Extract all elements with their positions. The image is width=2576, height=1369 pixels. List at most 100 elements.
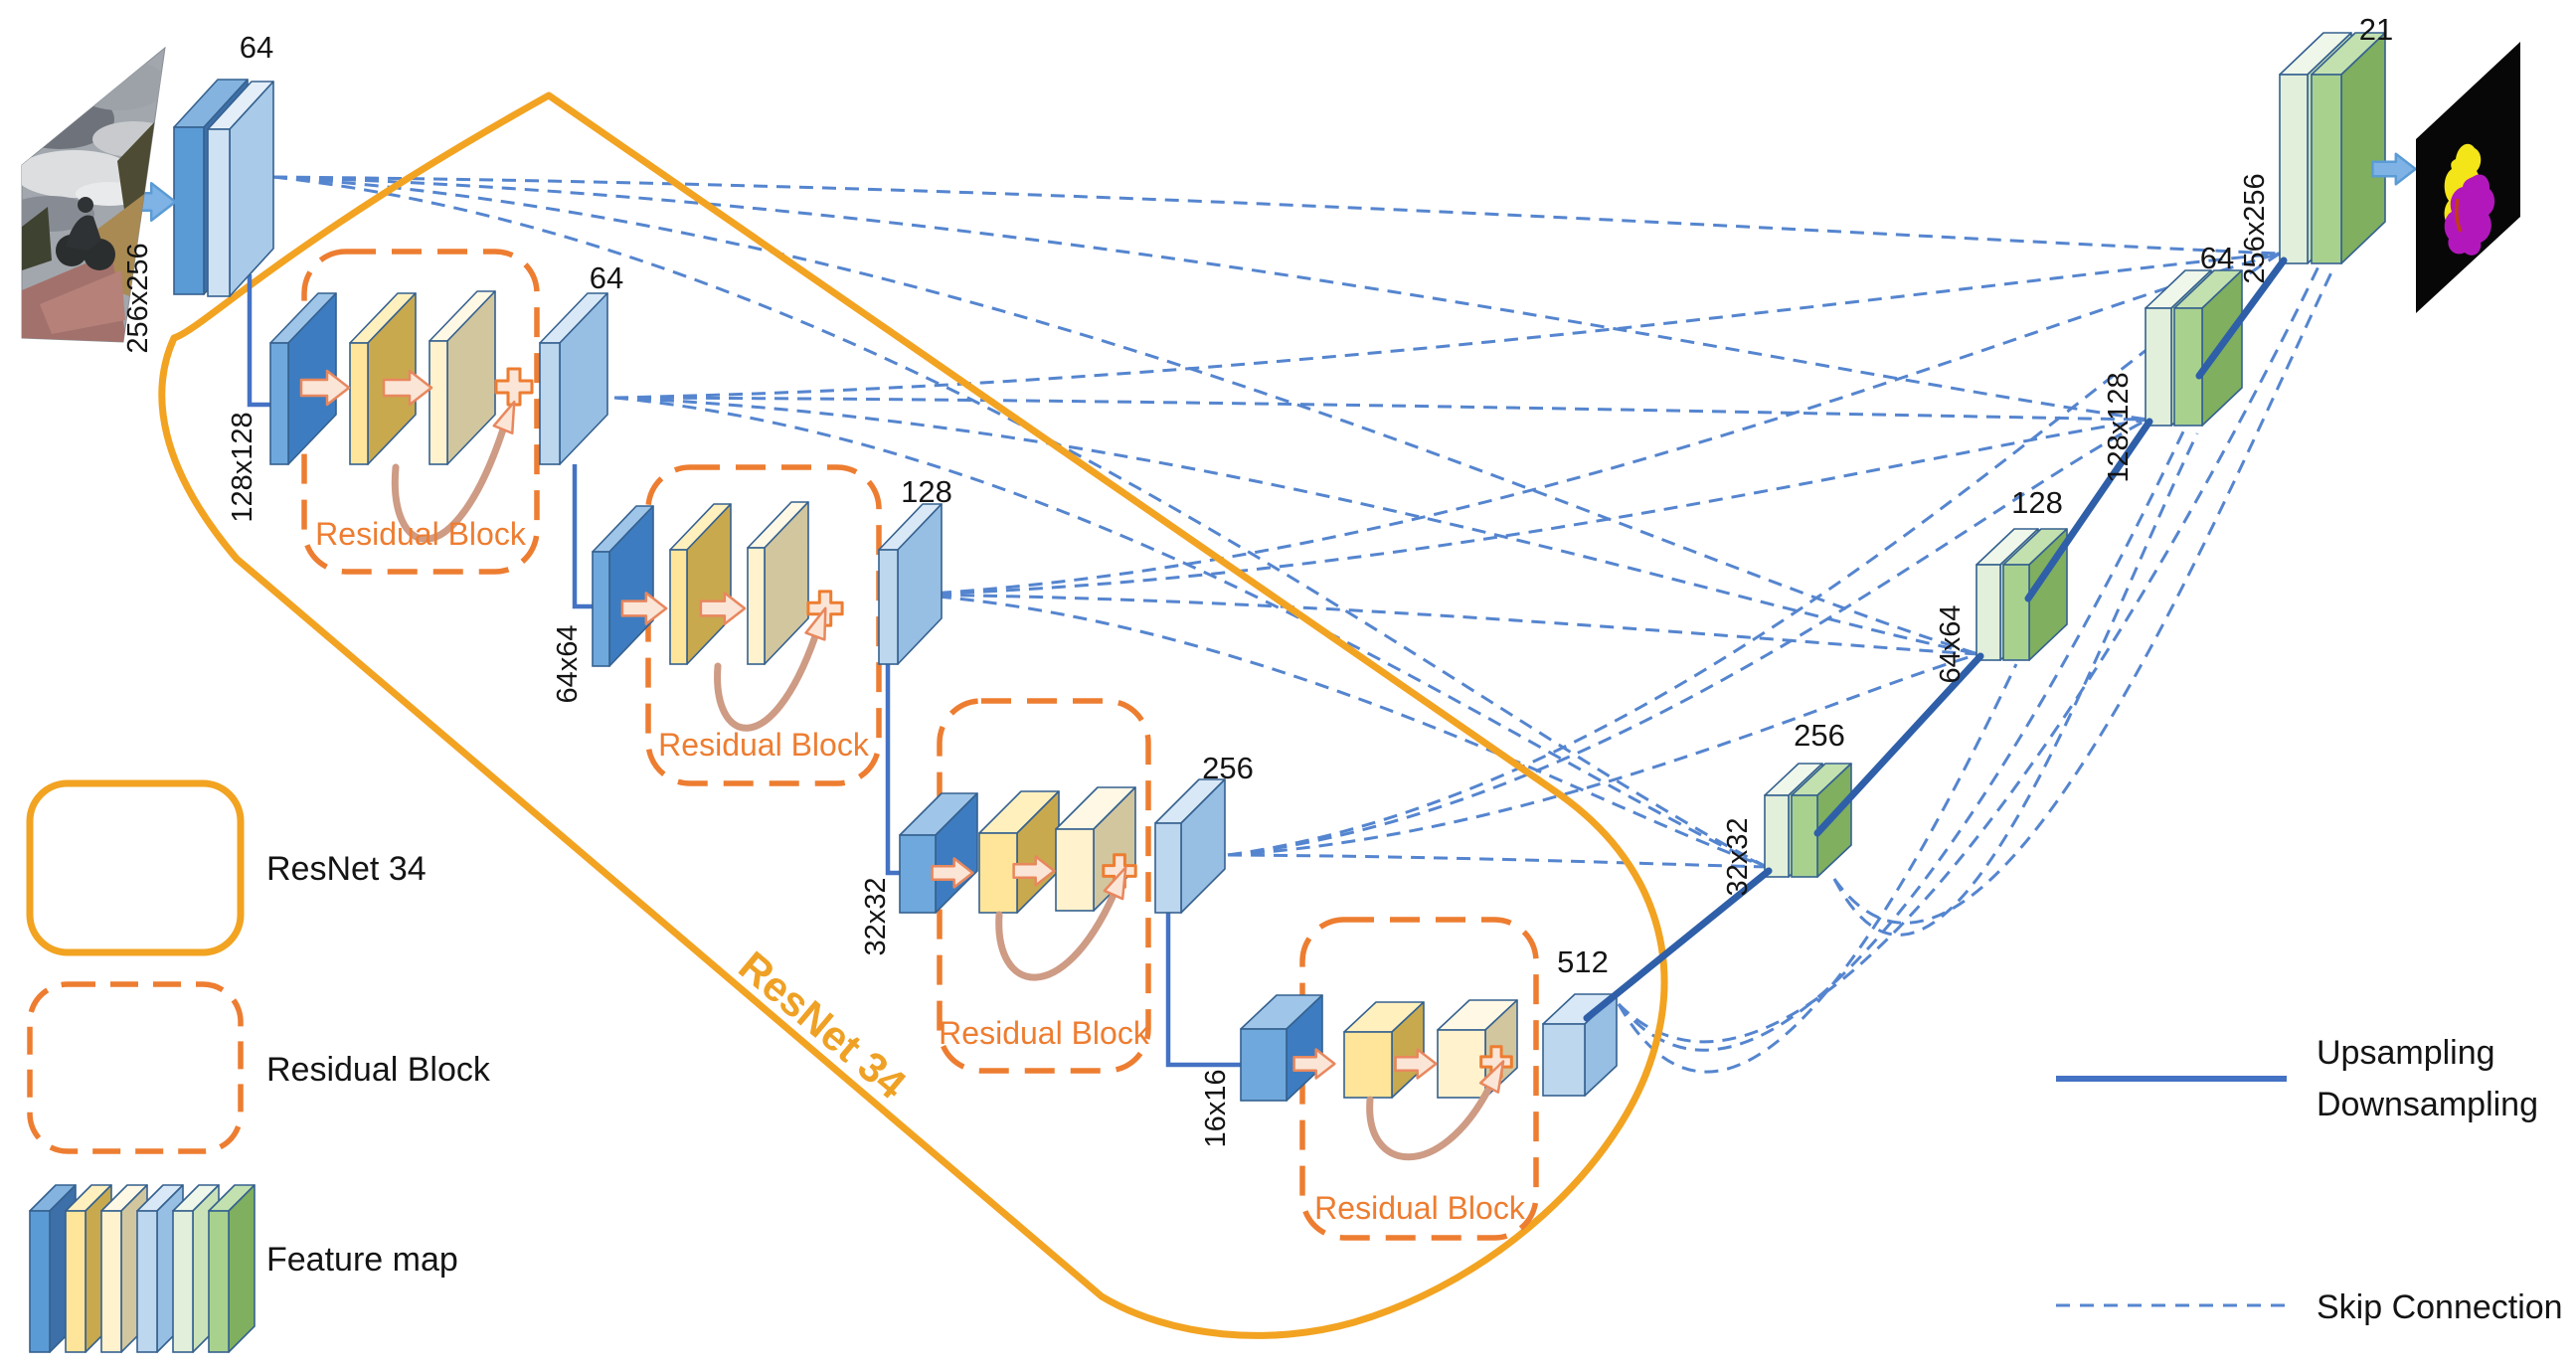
rb4-input-slab-front — [1240, 1028, 1288, 1102]
legend-feature-map-swatch — [29, 1184, 256, 1353]
legend-right: Upsampling Downsampling Skip Connection — [2056, 1034, 2563, 1326]
legend-feature-map-slab-front — [136, 1210, 158, 1353]
legend-upsampling-label: Upsampling — [2317, 1034, 2495, 1072]
rb2-title: Residual Block — [658, 727, 870, 763]
decoder3-slab-front — [2145, 307, 2172, 427]
decoder1-size-label: 32x32 — [1722, 817, 1754, 896]
labels: 64 256x256 128x128 64 Residual Block 64x… — [122, 12, 2393, 1226]
legend-feature-map-slab-front — [208, 1210, 230, 1353]
decoder3-channels-label: 64 — [2200, 241, 2234, 275]
skip-connection-line — [1227, 652, 1979, 857]
upsampling-line — [1583, 867, 1773, 1022]
conv-arrow-icon — [299, 369, 351, 407]
decoder3-slab-front — [2173, 307, 2203, 427]
conv-arrow-icon — [931, 857, 974, 889]
rb4-conv2-slab-front — [1437, 1029, 1486, 1099]
initial-block-size-label: 256x256 — [122, 243, 154, 353]
downsample-connector — [572, 464, 593, 609]
initial-block-channels-label: 64 — [240, 30, 273, 65]
legend-skip-connection-label: Skip Connection — [2317, 1288, 2563, 1326]
rb4-title: Residual Block — [1314, 1190, 1526, 1226]
residual-skip-arrowhead-icon — [804, 606, 827, 641]
decoder2-slab-front — [1975, 564, 2001, 661]
skip-connection-line — [613, 396, 1979, 656]
rb2-output-channels-label: 128 — [901, 474, 952, 509]
decoder4-channels-label: 21 — [2359, 12, 2393, 47]
residual-skip-arrow-icon — [1366, 1084, 1493, 1161]
skip-connection-line — [914, 252, 2281, 597]
legend-feature-map-slab-front — [65, 1210, 86, 1353]
rb1-conv1-slab-front — [349, 342, 369, 465]
initial-conv-slab-front — [207, 128, 231, 297]
resnet34-curve-label: ResNet 34 — [730, 942, 915, 1109]
decoder1-slab-front — [1764, 794, 1790, 878]
upsampling-line — [2024, 418, 2153, 602]
decoder4-slab-front — [2311, 74, 2342, 264]
conv-arrow-icon — [1292, 1048, 1336, 1080]
legend-left: ResNet 34 Residual Block Feature map — [26, 779, 491, 1353]
skip-connection-line — [1227, 418, 2148, 857]
rb2-input-size-label: 64x64 — [552, 624, 584, 703]
skip-connection-line — [1617, 265, 2320, 1044]
initial-conv-slab-front — [173, 126, 205, 295]
rb1-input-slab-front — [269, 342, 289, 465]
rb3-conv2-slab-front — [1055, 828, 1095, 912]
conv-arrow-icon — [382, 369, 433, 407]
rb3-input-slab-front — [899, 834, 937, 914]
decoder3-size-label: 128x128 — [2103, 372, 2135, 482]
rb1-input-size-label: 128x128 — [227, 412, 258, 522]
rb2-output-slab-front — [878, 549, 899, 665]
skip-connection-line — [914, 593, 1768, 869]
skip-connection-line — [1227, 853, 1768, 869]
skip-connection-line — [1227, 252, 2281, 857]
output-arrow-icon — [2371, 152, 2417, 186]
decoder2-slab-front — [2002, 564, 2030, 661]
upsampling-line — [1813, 652, 1984, 837]
feature-map-slabs-group — [173, 32, 2386, 1102]
legend-residual-block-label: Residual Block — [266, 1051, 491, 1089]
decoder1-slab-front — [1791, 794, 1818, 878]
skip-connection-line — [1617, 663, 2018, 1074]
mask-red-streak — [2455, 198, 2463, 233]
rb4-output-slab-front — [1542, 1023, 1586, 1097]
rb4-output-channels-label: 512 — [1557, 944, 1609, 979]
legend-feature-map-slab-side — [228, 1184, 256, 1353]
skip-connection-line — [613, 396, 1768, 869]
rb4-input-size-label: 16x16 — [1200, 1069, 1232, 1147]
residual-skip-arrowhead-icon — [1478, 1060, 1505, 1094]
rb3-output-slab-front — [1154, 822, 1182, 914]
rb1-output-channels-label: 64 — [590, 260, 623, 295]
skip-connection-line — [1832, 432, 2199, 937]
skip-connection-line — [914, 593, 1979, 656]
conv-arrow-icon — [1394, 1048, 1438, 1080]
legend-feature-map-slab-front — [100, 1210, 122, 1353]
mask-bike-blob — [2444, 174, 2495, 256]
decoder4-size-label: 256x256 — [2239, 173, 2271, 283]
skip-connection-line — [1832, 269, 2334, 925]
downsample-connector — [247, 274, 270, 408]
conv-arrow-icon — [620, 592, 668, 625]
rb3-title: Residual Block — [939, 1015, 1150, 1051]
residual-skip-arrowhead-icon — [492, 400, 516, 434]
residual-skip-arrowhead-icon — [1103, 866, 1127, 901]
upsampling-line — [2195, 257, 2288, 380]
rb3-conv1-slab-front — [978, 832, 1018, 914]
skip-connection-line — [914, 418, 2148, 597]
decoder4-slab-side — [2340, 32, 2386, 264]
skip-connection-line — [272, 175, 2281, 256]
skip-connection-line — [272, 175, 2148, 422]
skip-connection-line — [613, 252, 2281, 400]
legend-feature-map-label: Feature map — [266, 1241, 458, 1279]
legend-resnet-outline-swatch — [26, 779, 245, 956]
legend-feature-map-slab-front — [29, 1210, 51, 1353]
downsample-connector — [885, 664, 900, 876]
residual-skip-arrow-icon — [995, 891, 1117, 981]
resnet34-outline — [158, 91, 1668, 1339]
conv-arrow-icon — [1012, 855, 1056, 887]
legend-downsampling-label: Downsampling — [2317, 1086, 2538, 1123]
decoder2-channels-label: 128 — [2011, 485, 2063, 520]
operators-group — [121, 152, 2417, 1161]
upsampling-lines — [1583, 257, 2288, 1022]
